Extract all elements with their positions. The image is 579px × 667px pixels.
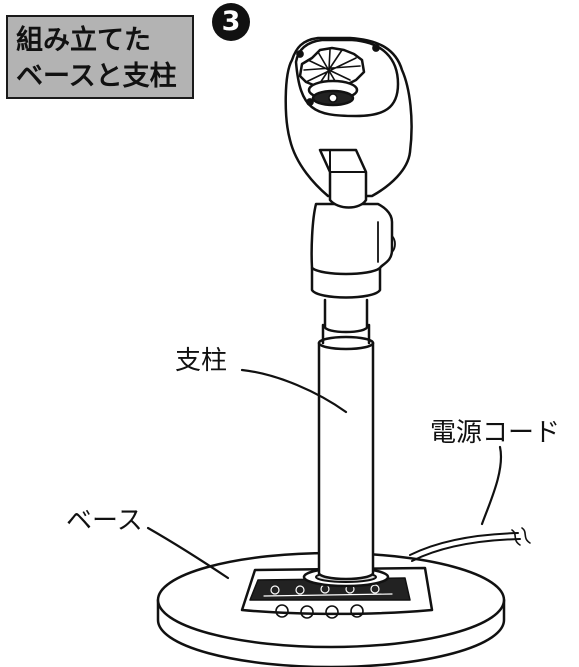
base-leader-line	[146, 526, 230, 580]
neck-sleeve	[310, 202, 396, 299]
power-cord-label: 電源コード	[430, 418, 561, 448]
title-line-2: ベースと支柱	[16, 61, 177, 92]
title-box: 組み立てた ベースと支柱	[6, 15, 194, 99]
pole	[317, 298, 375, 581]
title-line-1: 組み立てた	[16, 25, 151, 56]
base-label: ベース	[66, 506, 143, 536]
power-cord	[409, 527, 531, 562]
leader-lines	[146, 368, 503, 580]
pole-label: 支柱	[175, 346, 228, 376]
camera-head	[284, 36, 413, 209]
power-cord-leader-line	[480, 445, 503, 526]
step-number-badge: 3	[212, 3, 250, 41]
pole-leader-line	[240, 368, 348, 414]
